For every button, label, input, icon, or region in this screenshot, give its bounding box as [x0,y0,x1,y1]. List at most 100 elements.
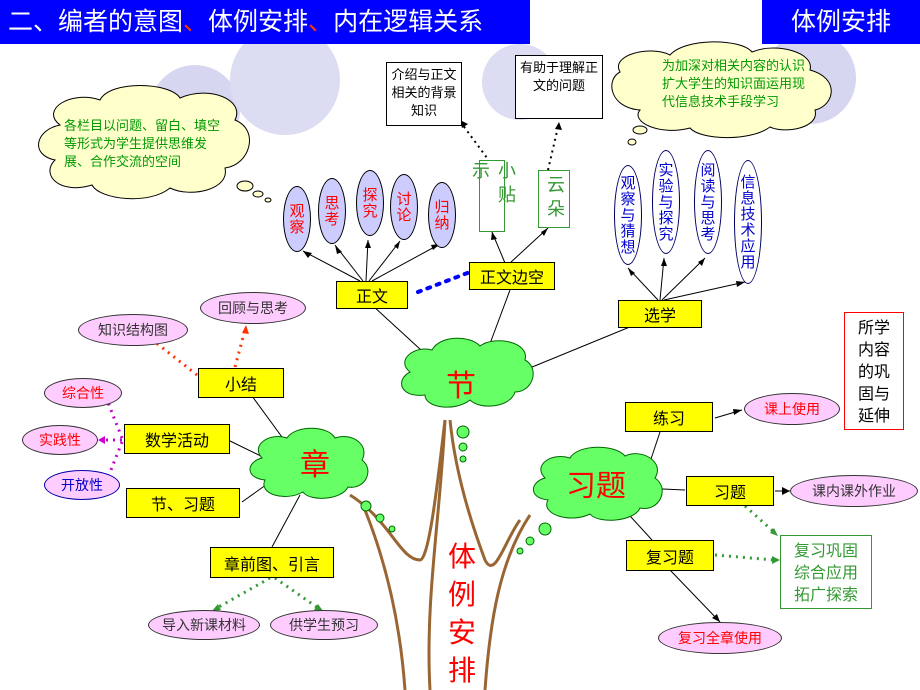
node-xiti: 习题 [566,469,626,504]
node-zhang: 章 [300,448,330,483]
cloud-tail [236,180,254,192]
green-dotted-arrow [743,504,776,534]
arrow-head [733,409,742,415]
decor-circle [230,25,340,135]
arrow-line [663,281,746,301]
box-zhengwen-biankong: 正文边空 [469,262,555,290]
bubble [459,455,467,463]
arrow-line [669,569,721,623]
arrow-head [242,325,249,334]
title-part: 体例安排 [208,7,309,36]
pill-zonghexing: 综合性 [44,378,122,408]
bubble [538,522,552,536]
cloud-tail [264,197,272,203]
title-part: 二、编者的意图 [8,7,184,36]
arrow-head [772,556,780,564]
bubble [516,547,524,555]
pill-daoru-xinke: 导入新课材料 [148,610,260,640]
arrow-head [303,251,312,258]
arrow-head [460,120,468,128]
box-xiaojie: 小结 [198,368,284,398]
title-part: 内在逻辑关系 [333,7,484,36]
cloud-tail [627,138,637,146]
title-separator: 、 [308,7,334,36]
item-xiaotieshi: 小贴示 [469,160,516,232]
red-box-line: 固与 [857,384,890,403]
bubble [388,525,396,533]
arrow-line [302,250,361,282]
green-box-line: 拓广探索 [793,585,858,604]
red-box-line: 内容 [857,340,890,359]
bubble [456,425,470,439]
dotted-arrow [461,123,491,163]
item-guina: 归纳 [428,182,456,248]
node-cloud-xiti [532,446,663,521]
item-sikao: 思考 [318,178,346,244]
speech-cloud-right [611,41,832,139]
speech-cloud-left [38,85,250,200]
link-line [227,439,266,459]
arrow-head [712,614,720,622]
arrow-head [212,604,221,611]
bubble [525,536,535,546]
arrow-line [661,257,706,301]
arrow-head [782,487,790,495]
box-fuxiti: 复习题 [626,540,714,571]
green-dotted-arrow [216,576,271,610]
trunk-line [483,514,532,690]
arrow-head [628,268,635,276]
link-line [649,431,661,463]
item-yunduo: 云朵 [538,170,570,228]
box-xiti: 习题 [686,476,774,506]
item-taolun: 讨论 [390,174,418,240]
box-xuanxue: 选学 [618,300,702,328]
dotted-arrow [547,126,559,171]
link-line [271,494,301,548]
section-label: 体例安排 [762,0,920,44]
arrow-head [698,258,705,266]
bubble [458,442,468,452]
arrow-head [736,281,745,287]
arrow-head [661,258,667,266]
arrow-head [770,528,778,536]
note-helpful-question: 有助于理解正文的问题 [515,55,603,119]
box-zhengwen: 正文 [336,281,408,309]
red-box-line: 的巩 [857,362,890,381]
item-tanjiu: 探究 [356,170,384,236]
red-box-line: 延伸 [857,406,890,425]
bubble [360,500,372,512]
green-box-line: 综合应用 [793,563,858,582]
pill-zhishi-jiegoutu: 知识结构图 [78,314,188,346]
item-guancha-caixiang: 观察与猜想 [614,165,642,265]
green-box-line: 复习巩固 [793,541,858,560]
item-yuedu-sikao: 阅读与思考 [694,150,722,254]
red-dotted-arrow [233,329,247,368]
arrow-head [541,228,548,236]
pill-ketang-shiyong: 课上使用 [744,393,840,425]
arrow-head [365,240,371,248]
pill-fuxi-quanzhang: 复习全章使用 [658,622,782,654]
green-dotted-arrow [714,553,775,562]
trunk-line [448,419,522,567]
title-separator: 、 [183,7,209,36]
trunk-line [427,419,447,690]
box-shuxue-huodong: 数学活动 [124,424,230,454]
node-jie: 节 [446,369,476,404]
arrow-head [555,122,562,130]
arrow-head [335,245,342,254]
trunk-label: 体例安排 [447,540,476,687]
box-lianxi: 练习 [625,402,713,432]
pill-kenei-kewai: 课内课外作业 [790,475,918,507]
note-background-info: 介绍与正文相关的背景知识 [386,62,462,126]
cloud-text-left: 各栏目以问题、留白、填空等形式为学生提供思维发展、合作交流的空间 [64,119,221,170]
node-cloud-zhang [249,427,369,499]
item-xinxi-jishu: 信息技术应用 [734,160,762,284]
box-jie-xiti: 节、习题 [126,488,240,518]
arrow-head [491,232,497,240]
pill-huigu-sikao: 回顾与思考 [200,292,306,324]
cloud-tail [252,190,264,198]
cloud-tail [632,125,648,135]
box-fuxi-gonggu: 复习巩固 综合应用 拓广探索 [780,535,872,609]
link-line [519,321,643,373]
box-zhangqiantu: 章前图、引言 [210,547,334,578]
